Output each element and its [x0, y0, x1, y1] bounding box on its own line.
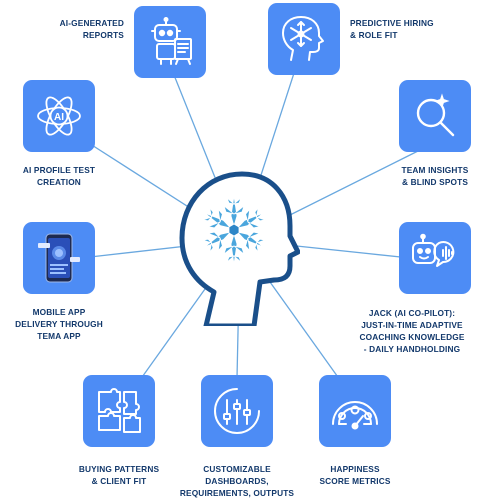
label-team-insights: TEAM INSIGHTS & BLIND SPOTS: [401, 165, 469, 187]
svg-text:AI: AI: [54, 112, 64, 123]
sliders-icon: [214, 388, 260, 434]
card-ai-generated-reports: [134, 6, 206, 78]
label-buying-patterns: BUYING PATTERNS & CLIENT FIT: [78, 464, 160, 486]
robot-report-icon: [151, 17, 192, 65]
label-dashboards: CUSTOMIZABLE DASHBOARDS, REQUIREMENTS, O…: [179, 464, 295, 498]
label-ai-generated-reports: AI-GENERATED REPORTS: [59, 18, 124, 40]
label-happiness-score: HAPPINESS SCORE METRICS: [319, 464, 391, 486]
snowflake-mark: [199, 195, 269, 265]
magnifier-sparkle-icon: [416, 93, 455, 137]
card-jack-copilot: [399, 222, 471, 294]
chatbot-icon: [412, 233, 455, 267]
card-dashboards: [201, 375, 273, 447]
card-ai-profile-test: AI: [23, 80, 95, 152]
card-mobile-app: [23, 222, 95, 294]
label-ai-profile-test: AI PROFILE TEST CREATION: [22, 165, 96, 187]
label-predictive-hiring: PREDICTIVE HIRING & ROLE FIT: [350, 18, 434, 40]
label-jack-copilot: JACK (AI CO-PILOT): JUST-IN-TIME ADAPTIV…: [359, 308, 465, 354]
card-predictive-hiring: [268, 3, 340, 75]
label-mobile-app: MOBILE APP DELIVERY THROUGH TEMA APP: [15, 307, 103, 341]
puzzle-icon: [98, 388, 141, 433]
ai-atom-icon: AI: [37, 96, 81, 136]
central-head-logo: [176, 166, 301, 329]
mood-gauge-icon: [332, 401, 378, 430]
card-happiness-score: [319, 375, 391, 447]
card-buying-patterns: [83, 375, 155, 447]
brain-head-icon: [282, 16, 324, 61]
phone-app-icon: [38, 233, 80, 283]
card-team-insights: [399, 80, 471, 152]
